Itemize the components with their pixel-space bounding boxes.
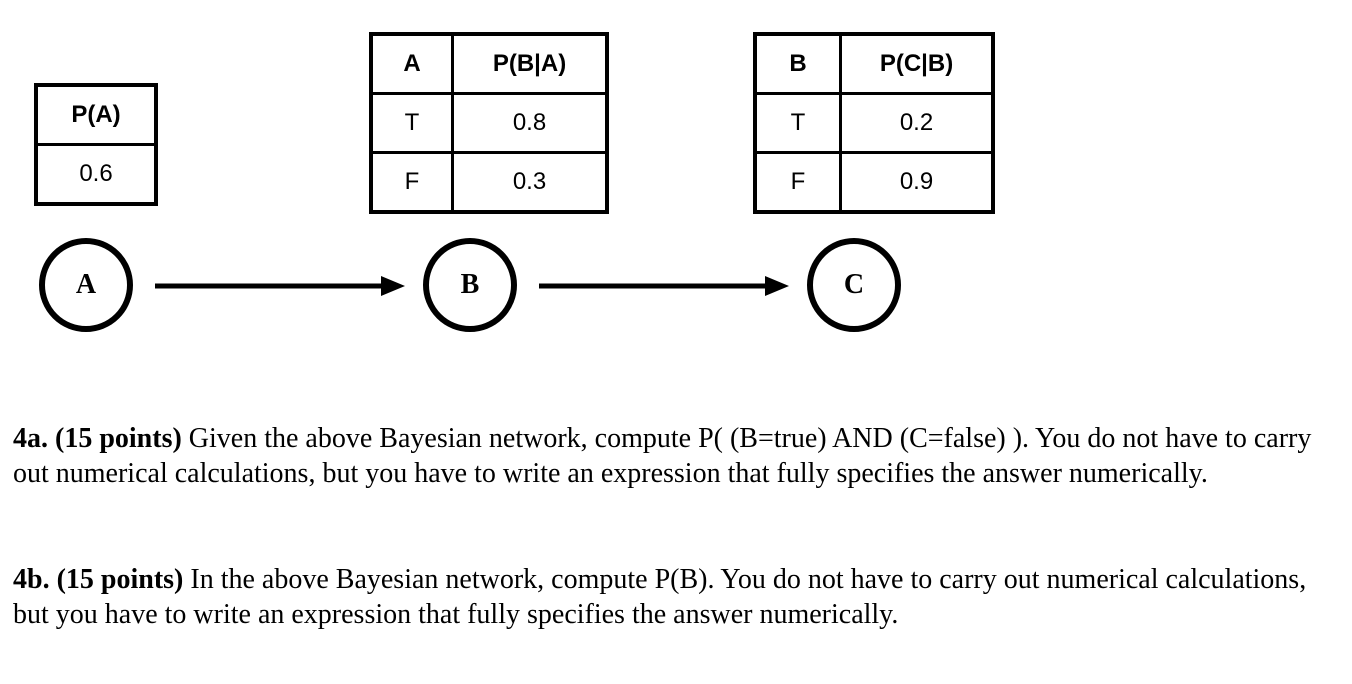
question-4a-text: Given the above Bayesian network, comput… — [13, 423, 1312, 489]
cpt-c-cond-false: F — [753, 151, 842, 214]
cpt-table-a: P(A) 0.6 — [34, 83, 158, 206]
edge-b-to-c — [539, 276, 789, 296]
cpt-b-cond-false: F — [369, 151, 454, 214]
node-b: B — [423, 238, 517, 332]
cpt-c-value-false: 0.9 — [839, 151, 995, 214]
node-c-label: C — [843, 269, 865, 300]
cpt-c-cond-true: T — [753, 92, 842, 154]
cpt-b-header-parent: A — [369, 32, 454, 95]
arrowhead-icon — [381, 276, 405, 296]
cpt-table-c: B P(C|B) T 0.2 F 0.9 — [753, 32, 995, 214]
cpt-b-cond-true: T — [369, 92, 454, 154]
question-4a-label: 4a. (15 points) — [13, 423, 182, 454]
question-4b: 4b. (15 points) In the above Bayesian ne… — [13, 562, 1323, 632]
node-a-label: A — [75, 269, 97, 300]
cpt-b-value-true: 0.8 — [451, 92, 609, 154]
cpt-a-header: P(A) — [34, 83, 158, 146]
arrowhead-icon — [765, 276, 789, 296]
node-c: C — [807, 238, 901, 332]
cpt-table-b: A P(B|A) T 0.8 F 0.3 — [369, 32, 609, 214]
question-4b-label: 4b. (15 points) — [13, 564, 184, 595]
cpt-a-value: 0.6 — [34, 143, 158, 206]
node-a: A — [39, 238, 133, 332]
edge-a-to-b — [155, 276, 405, 296]
question-4b-text: In the above Bayesian network, compute P… — [13, 564, 1307, 630]
cpt-c-value-true: 0.2 — [839, 92, 995, 154]
node-b-label: B — [460, 269, 480, 300]
cpt-c-header-parent: B — [753, 32, 842, 95]
cpt-b-value-false: 0.3 — [451, 151, 609, 214]
cpt-c-header-prob: P(C|B) — [839, 32, 995, 95]
cpt-b-header-prob: P(B|A) — [451, 32, 609, 95]
question-4a: 4a. (15 points) Given the above Bayesian… — [13, 421, 1323, 491]
